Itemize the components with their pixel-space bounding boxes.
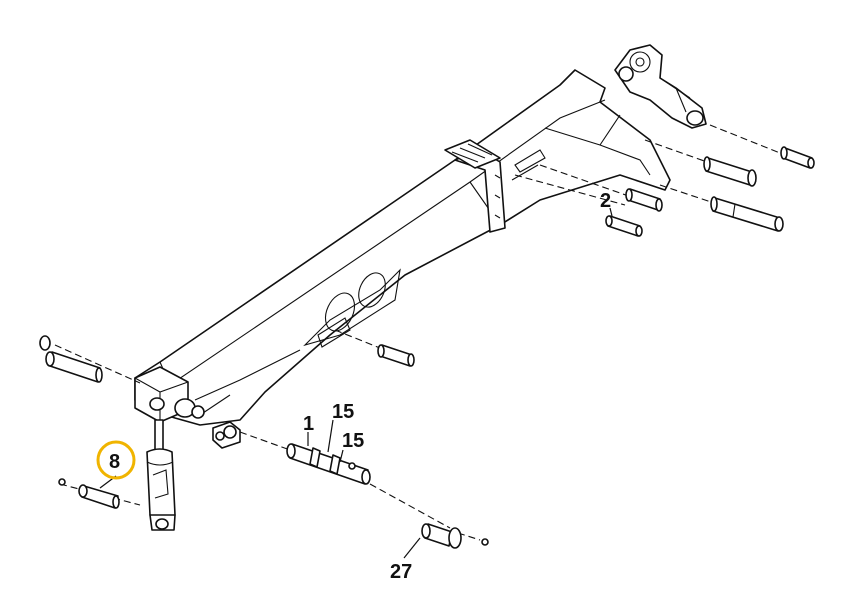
callout-15-lower: 15	[342, 430, 364, 452]
callout-8-highlight: 8	[96, 440, 136, 480]
pin-2-lower	[605, 215, 643, 237]
callout-2: 2	[600, 190, 611, 212]
pin-middle	[377, 344, 415, 367]
boom-arm	[134, 69, 671, 426]
callout-27: 27	[390, 561, 412, 583]
upper-bracket	[614, 44, 707, 129]
pin-1-15	[286, 443, 371, 485]
pin-right-2	[710, 196, 784, 232]
pin-left-upper	[39, 335, 103, 383]
pin-2-upper	[625, 188, 663, 212]
callout-15-upper: 15	[332, 401, 354, 423]
pin-27	[421, 523, 489, 549]
pivot-bracket	[212, 421, 241, 449]
callout-1: 1	[303, 413, 314, 435]
pin-right-3	[780, 146, 815, 169]
axis-lines	[54, 124, 786, 541]
hydraulic-cylinder	[146, 419, 176, 531]
pin-8	[58, 478, 120, 509]
highlight-ring	[96, 440, 136, 480]
callout-8: 8	[109, 451, 120, 473]
pin-right-1	[703, 156, 757, 187]
